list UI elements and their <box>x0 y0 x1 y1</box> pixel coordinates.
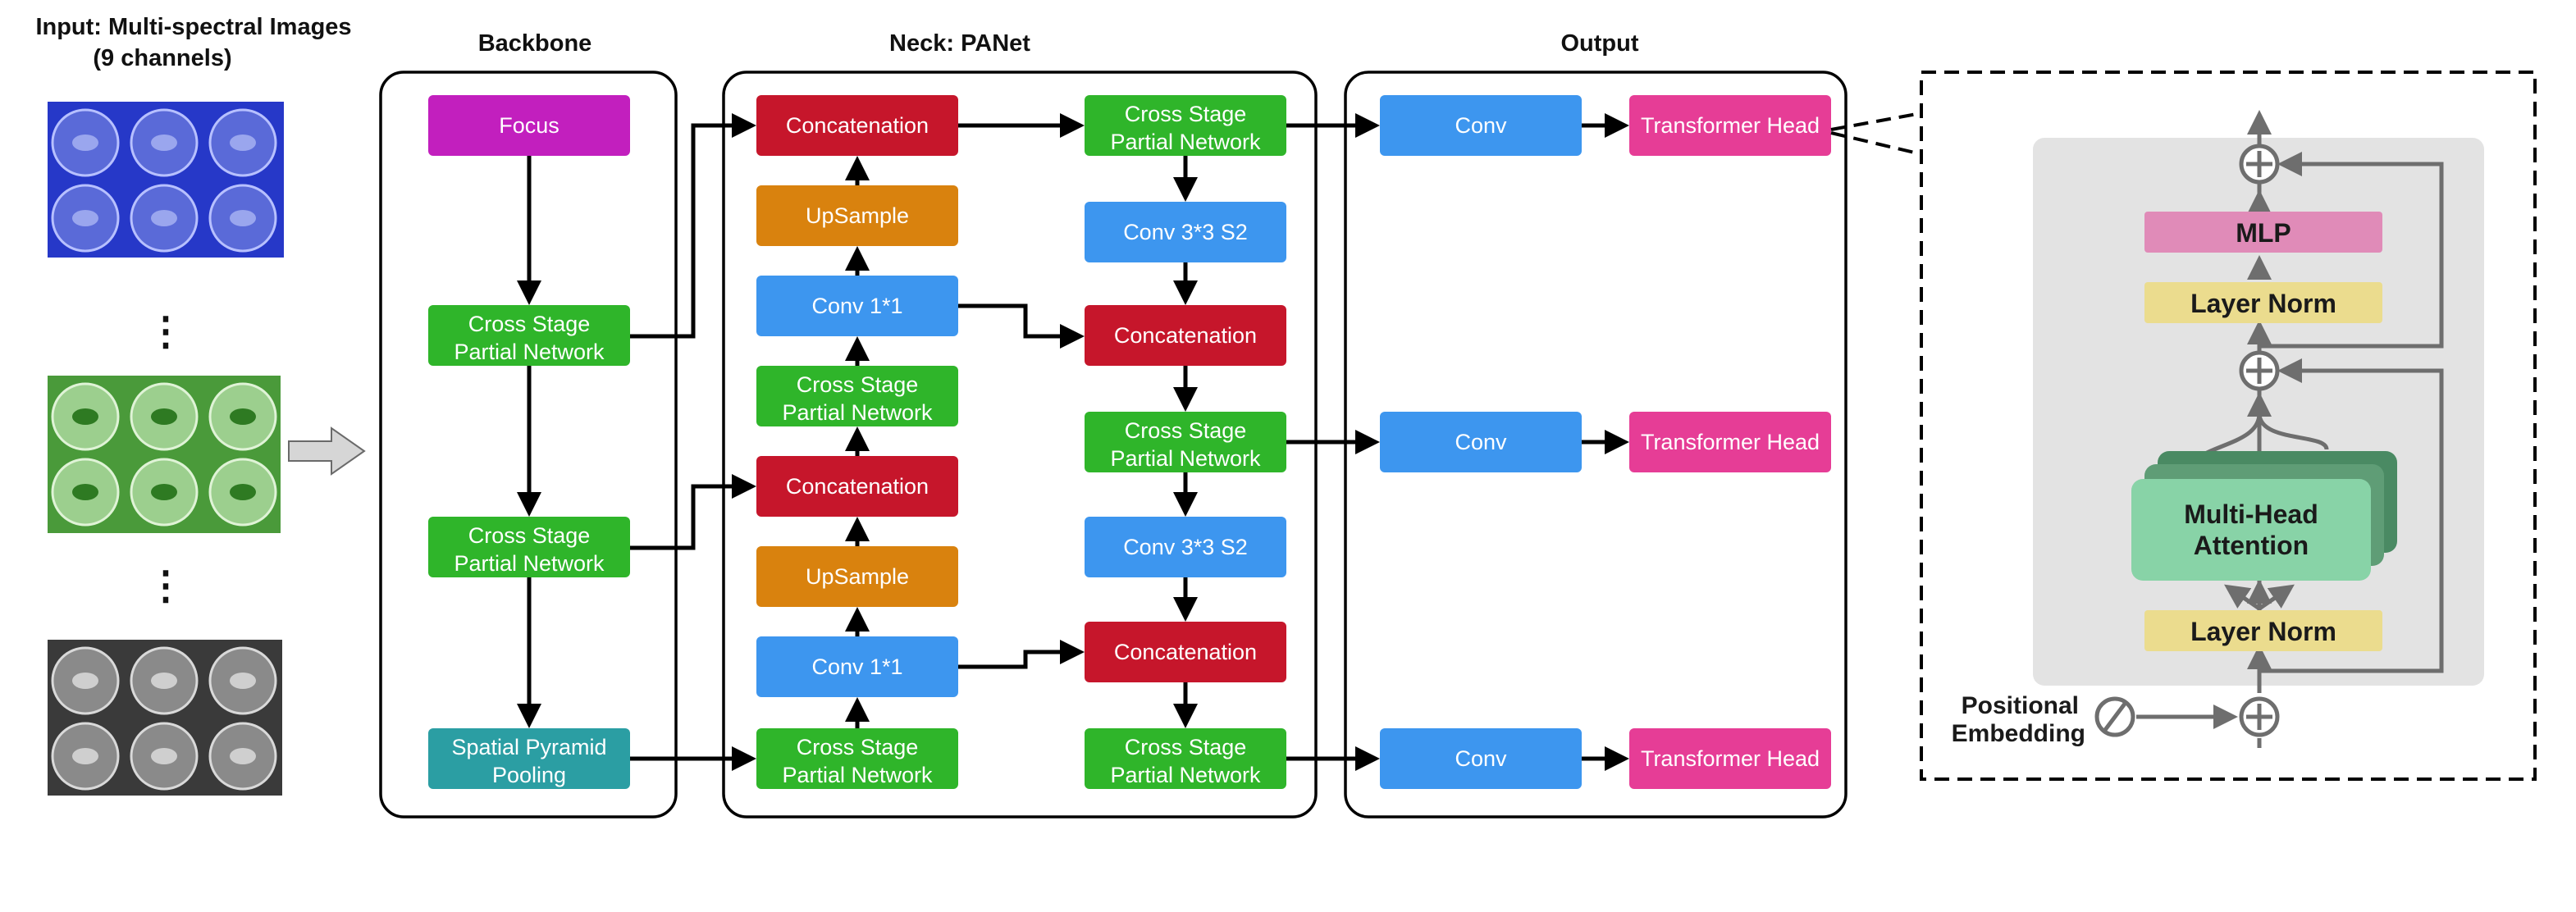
output-conv-3: Conv <box>1380 728 1582 789</box>
input-image-green <box>48 376 281 533</box>
neck-conv1x1-bottom: Conv 1*1 <box>756 636 958 697</box>
transformer-head-3-label: Transformer Head <box>1641 746 1820 771</box>
backbone-csp-2-line1: Cross Stage <box>468 523 591 548</box>
transformer-head-2: Transformer Head <box>1629 412 1831 472</box>
neck-csp-left-mid: Cross Stage Partial Network <box>756 366 958 426</box>
spp-block: Spatial Pyramid Pooling <box>428 728 630 789</box>
ellipsis-bottom: ⋮ <box>146 564 185 608</box>
backbone-title: Backbone <box>478 30 592 57</box>
output-title: Output <box>1560 30 1638 57</box>
neck-conv1x1-top: Conv 1*1 <box>756 276 958 336</box>
neck-upsample-bottom: UpSample <box>756 546 958 607</box>
neck-csp-left-bottom: Cross Stage Partial Network <box>756 728 958 789</box>
neck-upsample-top-label: UpSample <box>806 203 909 228</box>
input-image-gray <box>48 640 282 796</box>
mha-line2: Attention <box>2194 531 2309 560</box>
neck-csp-right-mid: Cross Stage Partial Network <box>1085 412 1286 472</box>
spp-line1: Spatial Pyramid <box>451 735 606 759</box>
neck-csp-left-mid-line1: Cross Stage <box>797 372 919 397</box>
neck-concat-right-bottom-label: Concatenation <box>1114 640 1257 664</box>
layer-norm-bottom: Layer Norm <box>2144 610 2382 651</box>
transformer-head-1-label: Transformer Head <box>1641 113 1820 138</box>
neck-concat-right-top: Concatenation <box>1085 305 1286 366</box>
neck-upsample-bottom-label: UpSample <box>806 564 909 589</box>
neck-csp-left-bottom-line2: Partial Network <box>782 763 933 787</box>
mlp-label: MLP <box>2236 218 2291 248</box>
connection-arrows <box>517 113 1629 771</box>
neck-conv-s2-bottom-label: Conv 3*3 S2 <box>1123 535 1248 559</box>
focus-label: Focus <box>499 113 560 138</box>
residual-add-icon-mid <box>2239 350 2280 391</box>
neck-csp-left-mid-line2: Partial Network <box>782 400 933 425</box>
neck-conv-s2-bottom: Conv 3*3 S2 <box>1085 517 1286 577</box>
transformer-head-1: Transformer Head <box>1629 95 1831 156</box>
input-title-line1: Input: Multi-spectral Images <box>35 14 351 40</box>
neck-csp-right-mid-line1: Cross Stage <box>1125 418 1247 443</box>
transformer-head-2-label: Transformer Head <box>1641 430 1820 454</box>
neck-conv1x1-bottom-label: Conv 1*1 <box>811 654 902 679</box>
neck-conv-s2-top-label: Conv 3*3 S2 <box>1123 220 1248 244</box>
zoom-callout-lines <box>1830 112 1922 156</box>
neck-concat-top-label: Concatenation <box>786 113 929 138</box>
input-title-line2: (9 channels) <box>93 45 231 71</box>
layer-norm-top: Layer Norm <box>2144 282 2382 323</box>
focus-block: Focus <box>428 95 630 156</box>
backbone-csp-1: Cross Stage Partial Network <box>428 305 630 366</box>
output-conv-2-label: Conv <box>1455 430 1507 454</box>
backbone-csp-2: Cross Stage Partial Network <box>428 517 630 577</box>
neck-csp-right-top-line1: Cross Stage <box>1125 102 1247 126</box>
positional-embedding-line1: Positional <box>1962 692 2079 719</box>
layer-norm-bottom-label: Layer Norm <box>2190 617 2336 646</box>
neck-conv-s2-top: Conv 3*3 S2 <box>1085 202 1286 262</box>
output-conv-3-label: Conv <box>1455 746 1507 771</box>
neck-csp-right-top-line2: Partial Network <box>1110 130 1261 154</box>
ellipsis-top: ⋮ <box>146 310 185 353</box>
neck-title: Neck: PANet <box>889 30 1030 57</box>
neck-concat-right-top-label: Concatenation <box>1114 323 1257 348</box>
neck-csp-right-bottom-line1: Cross Stage <box>1125 735 1247 759</box>
output-conv-1: Conv <box>1380 95 1582 156</box>
neck-csp-right-bottom: Cross Stage Partial Network <box>1085 728 1286 789</box>
neck-concat-mid: Concatenation <box>756 456 958 517</box>
transformer-head-3: Transformer Head <box>1629 728 1831 789</box>
spp-line2: Pooling <box>492 763 566 787</box>
backbone-container <box>379 71 678 819</box>
residual-add-icon-top <box>2239 144 2280 185</box>
neck-container <box>722 71 1318 819</box>
positional-embedding-line2: Embedding <box>1952 720 2085 747</box>
neck-concat-top: Concatenation <box>756 95 958 156</box>
positional-embedding-icon <box>2094 696 2135 737</box>
neck-csp-left-bottom-line1: Cross Stage <box>797 735 919 759</box>
mlp-block: MLP <box>2144 212 2382 253</box>
neck-csp-right-bottom-line2: Partial Network <box>1110 763 1261 787</box>
neck-csp-right-top: Cross Stage Partial Network <box>1085 95 1286 156</box>
output-container <box>1344 71 1848 819</box>
layer-norm-top-label: Layer Norm <box>2190 289 2336 318</box>
multi-head-attention-block: Multi-Head Attention <box>2131 451 2397 581</box>
neck-concat-mid-label: Concatenation <box>786 474 929 499</box>
neck-concat-right-bottom: Concatenation <box>1085 622 1286 682</box>
input-arrow <box>288 426 366 476</box>
neck-conv1x1-top-label: Conv 1*1 <box>811 294 902 318</box>
backbone-csp-1-line1: Cross Stage <box>468 312 591 336</box>
neck-upsample-top: UpSample <box>756 185 958 246</box>
embedding-add-icon <box>2239 696 2280 737</box>
backbone-csp-2-line2: Partial Network <box>454 551 605 576</box>
mha-line1: Multi-Head <box>2184 499 2318 529</box>
neck-csp-right-mid-line2: Partial Network <box>1110 446 1261 471</box>
output-conv-1-label: Conv <box>1455 113 1507 138</box>
output-conv-2: Conv <box>1380 412 1582 472</box>
transformer-zoom-frame <box>1920 71 2537 781</box>
backbone-csp-1-line2: Partial Network <box>454 340 605 364</box>
input-image-blue <box>48 102 284 258</box>
